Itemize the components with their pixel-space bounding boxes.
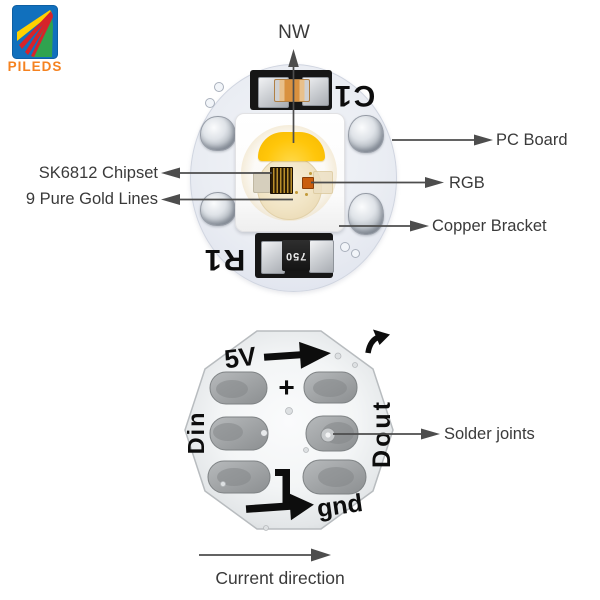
solder-joint-hole-center [325, 432, 331, 438]
yellow-phosphor [258, 132, 325, 161]
silkscreen-plus: + [278, 372, 294, 403]
copper-bracket-bump-bottom-right [348, 193, 384, 235]
silkscreen-5v-arrow-icon [263, 341, 331, 369]
gold-wire-dot [295, 191, 298, 194]
logo-yellow-ray [17, 10, 52, 41]
piledss-logo-icon [12, 5, 58, 59]
silkscreen-din: Din [183, 411, 209, 455]
via-hole [340, 242, 350, 252]
copper-bracket-label: Copper Bracket [432, 217, 547, 235]
pc-board-arrow-icon [392, 134, 493, 146]
board-dots [220, 352, 358, 531]
logo-red-ray-3 [31, 13, 53, 57]
copper-bracket-bump-top-left [200, 116, 236, 151]
pcb-back-board: 5V + Din Dout gnd [183, 329, 396, 531]
via-hole [214, 82, 224, 92]
sk6812-chipset-die [270, 167, 293, 194]
die-bond-pad [313, 171, 333, 194]
nw-label: NW [278, 22, 310, 43]
silkscreen-gnd-arrow-icon [245, 469, 314, 521]
solder-joints-label: Solder joints [444, 425, 535, 443]
logo-red-ray-2 [25, 12, 53, 55]
current-direction-label: Current direction [215, 568, 345, 588]
capacitor-c1-body [274, 79, 310, 102]
pc-board-label: PC Board [496, 131, 568, 149]
silkscreen-gnd: gnd [315, 489, 364, 523]
silkscreen-dout: Dout [368, 399, 396, 468]
resistor-pad-left [261, 241, 285, 274]
logo-red-ray-1 [19, 11, 52, 49]
current-direction-arrow-icon [199, 548, 331, 562]
silkscreen-r1-label: R1 [202, 243, 246, 276]
resistor-value-label: 750 [285, 249, 307, 262]
silkscreen-c1-label: C1 [332, 79, 376, 112]
gold-wire-dot [309, 172, 312, 175]
gold-wire-dot [305, 193, 308, 196]
resistor-r1-body: 750 [282, 240, 310, 271]
chipset-label: SK6812 Chipset [38, 164, 158, 182]
die-bond-pad [253, 172, 271, 193]
rgb-label: RGB [449, 174, 485, 192]
rgb-die [302, 177, 314, 189]
silkscreen-5v: 5V [223, 341, 259, 375]
via-hole [351, 249, 360, 258]
silkscreen-dout-arrow-icon [365, 329, 390, 354]
via-hole [205, 98, 215, 108]
logo-text: PILEDS [7, 59, 63, 74]
copper-bracket-bump-bottom-left [200, 192, 236, 226]
pad-hole [260, 429, 268, 437]
resistor-pad-right [309, 240, 334, 273]
copper-bracket-bump-top-right [348, 115, 384, 153]
gold-lines-label: 9 Pure Gold Lines [25, 190, 158, 208]
